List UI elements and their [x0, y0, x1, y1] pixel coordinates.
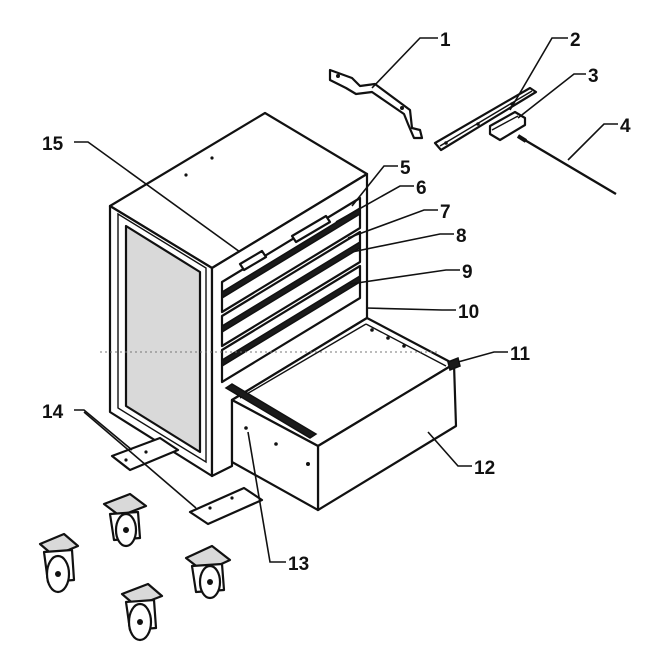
- callout-14: 14: [42, 402, 64, 423]
- part-2-drawer-slide: [433, 86, 538, 152]
- callout-11: 11: [510, 344, 531, 365]
- caster-rear-left: [102, 492, 148, 548]
- part-12-drawer: [224, 316, 458, 512]
- callout-2: 2: [570, 30, 581, 51]
- callout-8: 8: [456, 226, 467, 247]
- callout-10: 10: [458, 302, 479, 323]
- callout-9: 9: [462, 262, 473, 283]
- leader-lines: [74, 37, 618, 563]
- callout-12: 12: [474, 458, 495, 479]
- part-4-lock-rod: [516, 134, 617, 196]
- callout-6: 6: [416, 178, 427, 199]
- caster-front-left: [38, 532, 80, 594]
- part-1-bracket: [328, 68, 424, 140]
- part-14-caster-plates: [110, 436, 264, 526]
- caster-front-right: [120, 582, 164, 642]
- tool-cabinet-body: [108, 111, 369, 478]
- callout-4: 4: [620, 116, 631, 137]
- caster-rear-right: [184, 544, 232, 600]
- part-11-drawer-slide-end: [447, 356, 461, 372]
- callout-3: 3: [588, 66, 599, 87]
- callout-5: 5: [400, 158, 411, 179]
- callout-15: 15: [42, 134, 64, 155]
- part-3-latch-plate: [488, 110, 527, 142]
- callouts: 1 2 3 4 5 6 7 8 9 10 11 12 13 14 15: [42, 30, 631, 575]
- callout-7: 7: [440, 202, 451, 223]
- callout-13: 13: [288, 554, 309, 575]
- callout-1: 1: [440, 30, 451, 51]
